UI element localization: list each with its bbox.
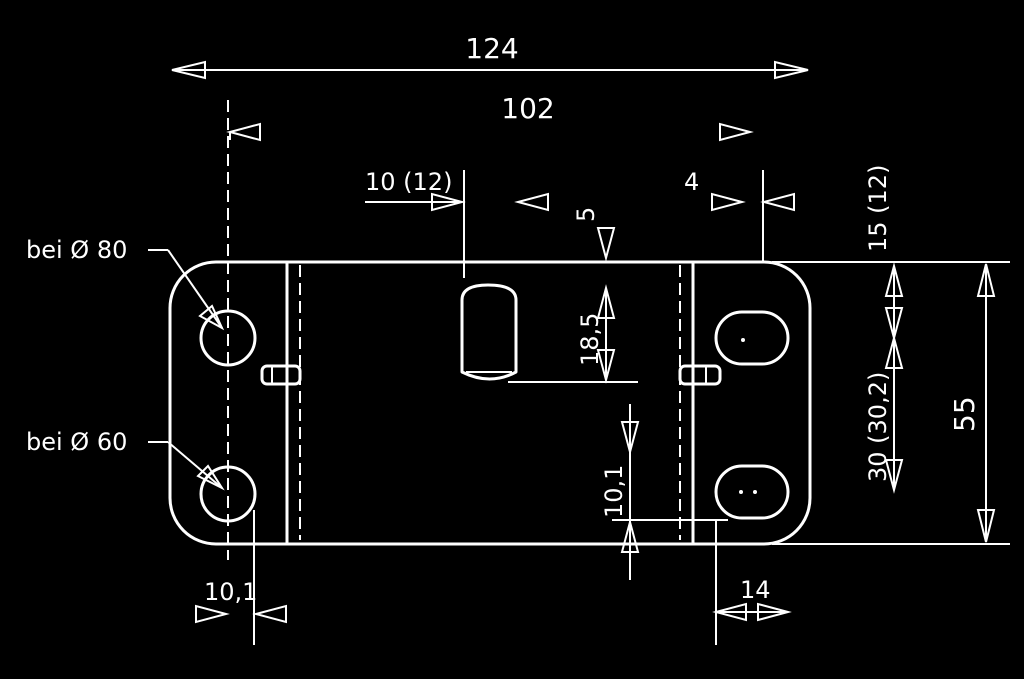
arrow xyxy=(884,307,904,342)
note-hole-80: bei Ø 80 xyxy=(26,236,127,264)
arrow xyxy=(884,459,904,494)
arrow xyxy=(596,284,616,319)
arrow xyxy=(976,263,996,297)
arrow xyxy=(620,421,640,456)
dim-label-15-12: 15 (12) xyxy=(864,165,892,252)
arrow xyxy=(196,464,225,491)
dim-label-4: 4 xyxy=(684,168,699,196)
arrow xyxy=(171,60,206,80)
arrow xyxy=(514,192,549,212)
arrow xyxy=(774,60,809,80)
arrow xyxy=(596,227,616,262)
slot-center-mark xyxy=(741,338,745,342)
arrow xyxy=(252,604,287,624)
arrow xyxy=(884,262,904,297)
dim-label-10-12: 10 (12) xyxy=(365,168,452,196)
dim-label-30: 30 (30,2) xyxy=(864,372,892,482)
arrow xyxy=(195,604,230,624)
slot-upper-right xyxy=(714,310,790,366)
arrow xyxy=(760,192,795,212)
arrow xyxy=(596,349,616,384)
arrow xyxy=(757,602,792,622)
pin-right xyxy=(678,364,722,386)
leader-line-60 xyxy=(167,441,223,489)
pin-left xyxy=(260,364,302,386)
arrow xyxy=(226,122,261,142)
arrow xyxy=(976,509,996,543)
arrow xyxy=(884,334,904,369)
dim-label-10-1-left: 10,1 xyxy=(204,578,257,606)
arrow xyxy=(712,602,747,622)
note-hole-60: bei Ø 60 xyxy=(26,428,127,456)
slot-lower-right xyxy=(714,464,790,520)
dim-label-55: 55 xyxy=(948,396,981,432)
dim-label-124: 124 xyxy=(465,32,518,65)
center-slot xyxy=(460,283,518,381)
dim-label-18-5: 18,5 xyxy=(576,313,604,366)
slot-center-mark xyxy=(739,490,743,494)
arrow xyxy=(620,518,640,553)
leader-line-80 xyxy=(167,249,223,329)
plate-outline xyxy=(168,260,812,546)
arrow xyxy=(431,192,466,212)
hole-upper-left xyxy=(199,309,257,367)
dim-label-14: 14 xyxy=(740,576,771,604)
dim-label-5: 5 xyxy=(572,207,600,222)
arrow xyxy=(711,192,746,212)
dim-label-10-1-center: 10,1 xyxy=(600,465,628,518)
arrow xyxy=(198,304,225,331)
dim-label-102: 102 xyxy=(501,92,554,125)
slot-center-mark xyxy=(753,490,757,494)
arrow xyxy=(719,122,754,142)
hole-lower-left xyxy=(199,465,257,523)
